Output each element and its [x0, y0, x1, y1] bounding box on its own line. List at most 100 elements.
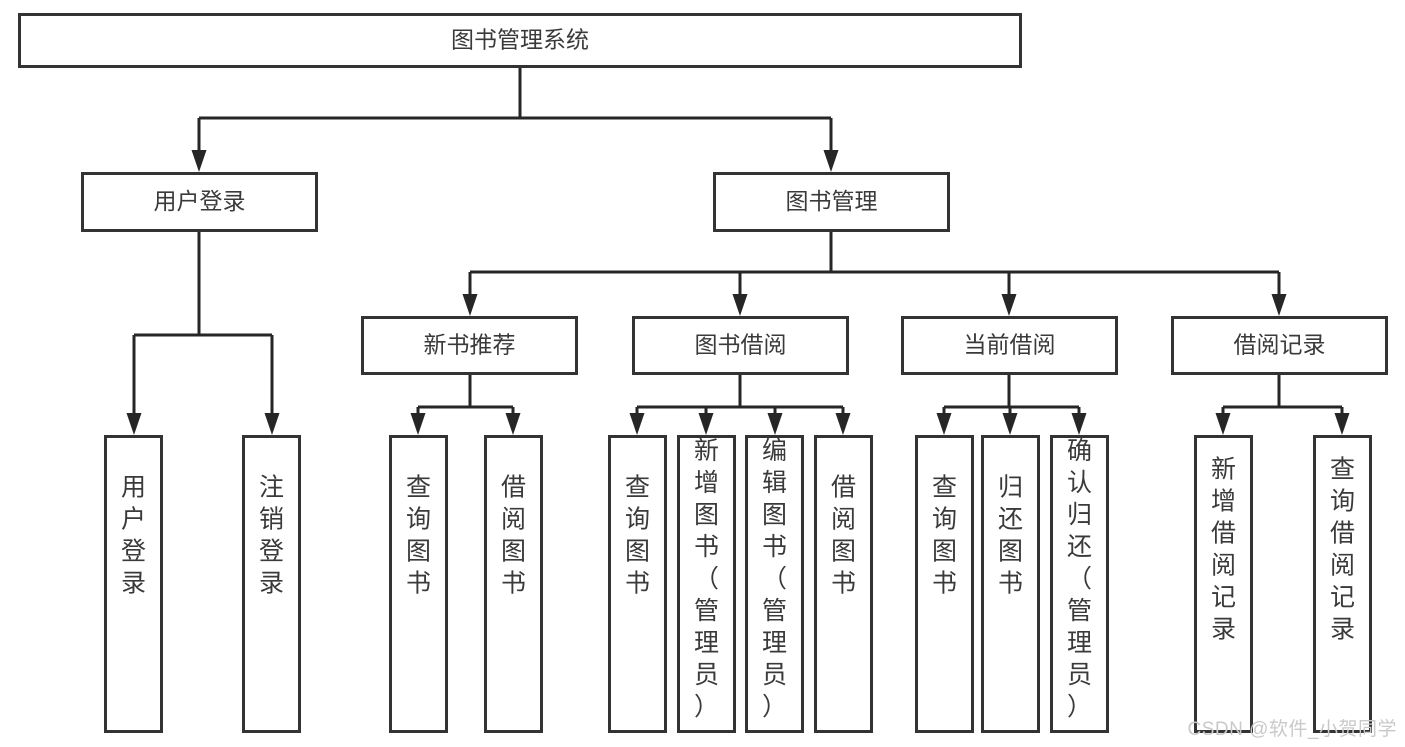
node-box: [608, 435, 667, 733]
node-label-char: 借: [1211, 519, 1236, 547]
node-label-char: 查: [932, 473, 957, 501]
node-book-manage[interactable]: 图书管理: [713, 172, 950, 232]
arrow-head-icon: [767, 413, 783, 435]
node-label-char: 录: [1330, 615, 1355, 643]
arrow-head-icon: [505, 413, 521, 435]
node-label-char: 图: [694, 501, 719, 529]
node-label-char: 借: [831, 473, 856, 501]
node-box: [901, 316, 1118, 375]
node-label-char: 新: [694, 437, 719, 465]
node-box: [1050, 435, 1109, 733]
node-new-book-rec[interactable]: 新书推荐: [361, 316, 578, 375]
node-label-char: 理: [694, 629, 719, 657]
node-label-char: 理: [1067, 629, 1092, 657]
node-label-char: 图: [932, 537, 957, 565]
node-label-char: 登: [121, 537, 146, 565]
node-label-char: 书: [762, 533, 787, 561]
arrow-head-icon: [1001, 294, 1017, 316]
node-current-borrow[interactable]: 当前借阅: [901, 316, 1118, 375]
arrow-head-icon: [835, 413, 851, 435]
node-label-char: 阅: [501, 505, 526, 533]
node-leaf-user-login[interactable]: 用户登录: [104, 435, 163, 733]
node-label-char: 归: [998, 473, 1023, 501]
node-label-char: 管: [694, 597, 719, 625]
node-label-char: 查: [625, 473, 650, 501]
node-box: [632, 316, 849, 375]
node-box: [981, 435, 1040, 733]
arrow-head-icon: [732, 294, 748, 316]
node-root[interactable]: 图书管理系统: [18, 13, 1022, 68]
node-label-char: 询: [406, 505, 431, 533]
node-label-char: 阅: [831, 505, 856, 533]
node-label-char: 阅: [1211, 551, 1236, 579]
node-box: [745, 435, 804, 733]
node-label-char: 还: [998, 505, 1023, 533]
arrow-head-icon: [1071, 413, 1087, 435]
node-label: 图书管理: [786, 188, 878, 214]
arrow-head-icon: [264, 413, 280, 435]
node-box: [814, 435, 873, 733]
node-label-char: 归: [1067, 501, 1092, 529]
node-label-char: 图: [501, 537, 526, 565]
node-label-char: 员: [762, 661, 787, 689]
node-label-char: 还: [1067, 533, 1092, 561]
arrow-head-icon: [191, 150, 207, 172]
node-label: 借阅记录: [1234, 332, 1326, 358]
node-label-char: 员: [694, 661, 719, 689]
node-label-char: 员: [1067, 661, 1092, 689]
node-label-char: 书: [501, 569, 526, 597]
arrow-head-icon: [823, 150, 839, 172]
node-label-char: 辑: [762, 469, 787, 497]
node-label-char: 图: [406, 537, 431, 565]
node-label-char: 图: [625, 537, 650, 565]
node-label-char: 查: [406, 473, 431, 501]
node-label: 用户登录: [154, 188, 246, 214]
node-label-char: 认: [1067, 469, 1092, 497]
watermark: CSDN @软件_小贺同学: [1187, 719, 1397, 740]
node-label-char: 管: [762, 597, 787, 625]
node-label-char: 增: [1211, 487, 1236, 515]
node-label-char: 图: [998, 537, 1023, 565]
node-book-borrow[interactable]: 图书借阅: [632, 316, 849, 375]
arrow-head-icon: [936, 413, 952, 435]
node-box: [713, 172, 950, 232]
node-box: [677, 435, 736, 733]
node-label-char: 查: [1330, 455, 1355, 483]
node-label: 新书推荐: [424, 332, 516, 358]
node-user-login[interactable]: 用户登录: [81, 172, 318, 232]
arrow-head-icon: [126, 413, 142, 435]
node-box: [484, 435, 543, 733]
node-label-char: 销: [259, 505, 284, 533]
node-label-char: 图: [762, 501, 787, 529]
arrow-head-icon: [1002, 413, 1018, 435]
connector-group-new-book-rec-to-leaves: [410, 375, 521, 435]
node-label-char: 新: [1211, 455, 1236, 483]
arrow-head-icon: [629, 413, 645, 435]
node-label-char: 确: [1067, 437, 1092, 465]
node-label-char: 理: [762, 629, 787, 657]
node-box: [81, 172, 318, 232]
node-label-char: 书: [694, 533, 719, 561]
node-label-char: 询: [1330, 487, 1355, 515]
node-borrow-record[interactable]: 借阅记录: [1171, 316, 1388, 375]
node-label-char: 记: [1211, 583, 1236, 611]
connector-group-user-login-to-leaves: [126, 232, 280, 435]
node-label-char: ）: [762, 693, 787, 721]
node-label: 图书借阅: [695, 332, 787, 358]
node-box: [1194, 435, 1253, 733]
connector-layer: [126, 68, 1350, 435]
node-label-char: 书: [831, 569, 856, 597]
